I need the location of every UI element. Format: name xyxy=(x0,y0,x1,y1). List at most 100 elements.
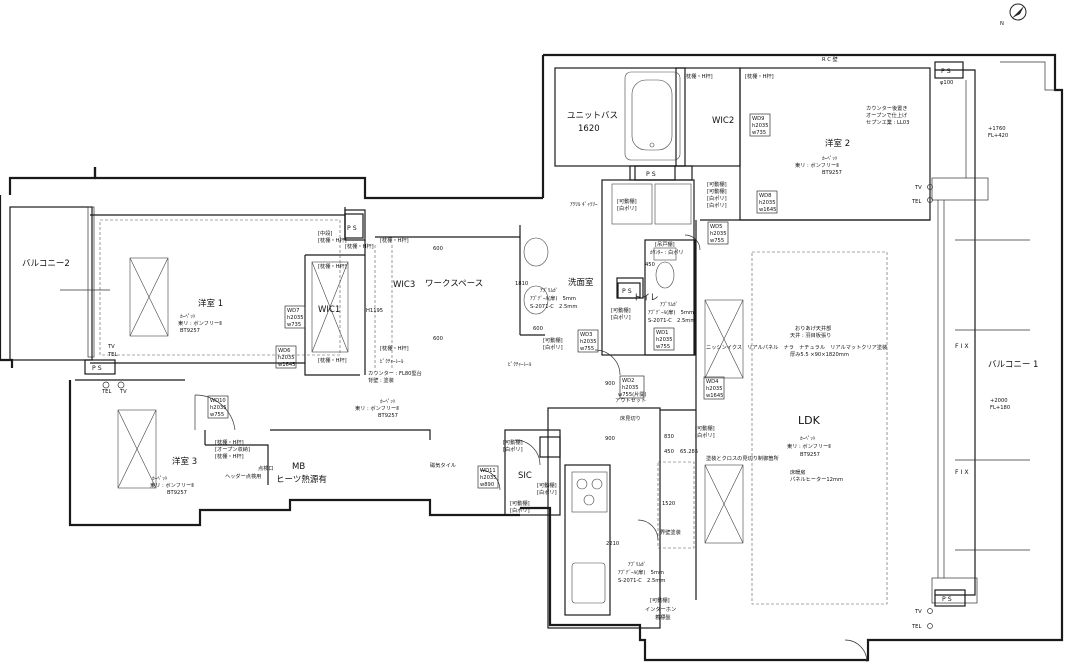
svg-text:WD1: WD1 xyxy=(656,330,668,336)
stove-icon xyxy=(571,471,608,513)
height-note-4: FL+180 xyxy=(990,405,1010,411)
counter-note-2: オープンで仕上げ xyxy=(866,111,908,119)
dim-2210: 2210 xyxy=(606,541,619,547)
floor-heat-1: 床暖房 xyxy=(790,468,806,476)
svg-text:[白ポリ]: [白ポリ] xyxy=(543,343,563,351)
svg-text:[可動棚]: [可動棚] xyxy=(510,499,530,507)
cross-box-bedroom1 xyxy=(129,257,169,337)
ceiling-note-2: 天井 : 羽目板張り xyxy=(790,331,831,339)
svg-text:[白ポリ]: [白ポリ] xyxy=(510,506,530,514)
ceiling-outline-br1 xyxy=(99,219,341,356)
svg-text:TEL: TEL xyxy=(911,624,921,630)
svg-text:h2035: h2035 xyxy=(287,315,304,321)
carpet-br1-1: ｶｰﾍﾟｯﾄ xyxy=(180,312,196,320)
svg-text:WD8: WD8 xyxy=(759,193,771,199)
room-wic3: WIC3 xyxy=(393,280,415,290)
shelf-tags: [枕棚・H杆] [枕棚・H杆] [枕棚・H杆] [枕棚・H杆] [枕棚・H杆] … xyxy=(215,72,774,514)
carpet-br1-2: 東リ : ボンフリーⅡ xyxy=(178,319,222,327)
picture-rail-1: ﾋﾟｸﾁｬｰﾚｰﾙ xyxy=(380,357,404,365)
inspection-2: ヘッダー点検用 xyxy=(225,472,261,480)
room-unit-bath: ユニットバス xyxy=(567,111,618,121)
intercom-2: インターホン xyxy=(645,605,676,613)
svg-text:h2035: h2035 xyxy=(278,355,295,361)
svg-text:[可動棚]: [可動棚] xyxy=(695,424,715,432)
washer-pan xyxy=(611,183,653,225)
ceiling-outline-ldk xyxy=(751,251,888,605)
door-tag-wd1: WD1 h2035 w755 xyxy=(653,327,675,351)
door-tag-wd3: WD3 h2035 w755 xyxy=(577,329,599,353)
room-balcony2: バルコニー2 xyxy=(22,259,70,269)
svg-text:h2035: h2035 xyxy=(210,405,227,411)
svg-text:[枕棚・H杆]: [枕棚・H杆] xyxy=(318,356,347,364)
door-spec-1: ｱﾌﾟﾘﾑｶﾞ xyxy=(540,286,558,294)
ceiling-note-3: ニッシンイクス リアルパネル ナラ ナチュラル リアルマットクリア塗装 xyxy=(706,343,887,351)
carpet-ldk-3: BT9257 xyxy=(800,452,820,458)
dim-450b: 450 xyxy=(664,449,674,455)
dim-65285: 65.285 xyxy=(680,449,698,455)
door-spec-8: ｱﾌﾟﾃﾞｰﾙ(扉) 5mm xyxy=(618,568,664,576)
svg-text:ｶｳﾝﾀｰ : 白ポリ: ｶｳﾝﾀｰ : 白ポリ xyxy=(650,248,684,256)
svg-text:[枕棚・H杆]: [枕棚・H杆] xyxy=(318,236,347,244)
svg-text:w755: w755 xyxy=(210,412,224,418)
svg-text:TV: TV xyxy=(914,185,922,191)
intercom-1: [可動棚] xyxy=(650,596,670,604)
svg-text:[枕棚・H杆]: [枕棚・H杆] xyxy=(380,236,409,244)
svg-text:w1645: w1645 xyxy=(706,393,723,399)
svg-text:[白ポリ]: [白ポリ] xyxy=(503,445,523,453)
svg-text:[白ポリ]: [白ポリ] xyxy=(695,431,715,439)
door-spec-6: S-2071-C 2.5mm xyxy=(648,318,695,324)
ps-label-4: P S xyxy=(941,68,951,75)
inspection-1: 点検口 xyxy=(258,464,274,472)
carpet-br3-3: BT9257 xyxy=(167,490,187,496)
cross-box-wic3 xyxy=(311,261,349,353)
dim-600b: 600 xyxy=(433,336,443,342)
dim-1810: 1810 xyxy=(515,281,528,287)
svg-text:h2035: h2035 xyxy=(656,337,673,343)
interior-walls xyxy=(75,67,931,629)
compass-icon: N xyxy=(1000,3,1027,27)
ps-label-1: P S xyxy=(347,225,357,232)
room-toilet: トイレ xyxy=(633,293,659,303)
tv-tel-outlets: TV TEL TV TEL TV TEL TV TEL xyxy=(101,184,933,630)
door-tag-wd2: WD2 h2035 w755(片開) xyxy=(618,375,647,399)
bathtub-icon xyxy=(624,71,681,161)
room-workspace: ワークスペース xyxy=(425,279,483,289)
rc-wall-label: R C 壁 xyxy=(822,55,838,63)
carpet-br1-3: BT9257 xyxy=(180,328,200,334)
room-ldk: LDK xyxy=(798,414,821,427)
counter-note-3: セプンエ業 : LL03 xyxy=(866,118,909,126)
toilet-icon xyxy=(653,247,677,289)
room-wic1: WIC1 xyxy=(318,305,340,315)
svg-text:[枕棚・H杆]: [枕棚・H杆] xyxy=(345,242,374,250)
door-spec-7: ｱﾌﾟﾘﾑｶﾞ xyxy=(628,560,646,568)
ps-note: φ100 xyxy=(940,80,953,86)
ps-label-2: P S xyxy=(92,365,102,372)
svg-text:h2035: h2035 xyxy=(580,339,597,345)
sink-icon xyxy=(571,562,606,604)
carpet-hall-3: BT9257 xyxy=(378,413,398,419)
svg-text:[中段]: [中段] xyxy=(318,229,332,237)
dim-900: 900 xyxy=(605,381,615,387)
door-tag-wd8: WD8 h2035 w1645 xyxy=(756,190,778,214)
svg-text:[可動棚]: [可動棚] xyxy=(611,306,631,314)
room-bedroom1: 洋室 1 xyxy=(198,298,223,309)
svg-text:h2035: h2035 xyxy=(710,231,727,237)
svg-text:WD11: WD11 xyxy=(480,468,496,474)
svg-text:w890: w890 xyxy=(480,482,494,488)
floor-edge-1: 床見切り xyxy=(620,414,641,422)
svg-text:h2035: h2035 xyxy=(759,200,776,206)
svg-text:h2035: h2035 xyxy=(622,385,639,391)
svg-text:WD9: WD9 xyxy=(752,116,764,122)
intercom-3: 着標盤 xyxy=(655,613,671,621)
carpet-ldk-1: ｶｰﾍﾟｯﾄ xyxy=(800,434,816,442)
dim-1520: 1520 xyxy=(662,501,675,507)
svg-text:[白ポリ]: [白ポリ] xyxy=(617,204,637,212)
svg-text:TV: TV xyxy=(914,609,922,615)
open-storage-1: [オープン収納] xyxy=(215,445,250,453)
svg-text:w755: w755 xyxy=(656,344,670,350)
door-spec-2: ｱﾌﾟﾃﾞｰﾙ(扉) 5mm xyxy=(530,294,576,302)
svg-text:[白ポリ]: [白ポリ] xyxy=(537,488,557,496)
svg-text:WD7: WD7 xyxy=(287,308,299,314)
counter-ws-2: 背壁 : 塗装 xyxy=(368,376,394,384)
svg-text:[可動棚]: [可動棚] xyxy=(707,187,727,195)
